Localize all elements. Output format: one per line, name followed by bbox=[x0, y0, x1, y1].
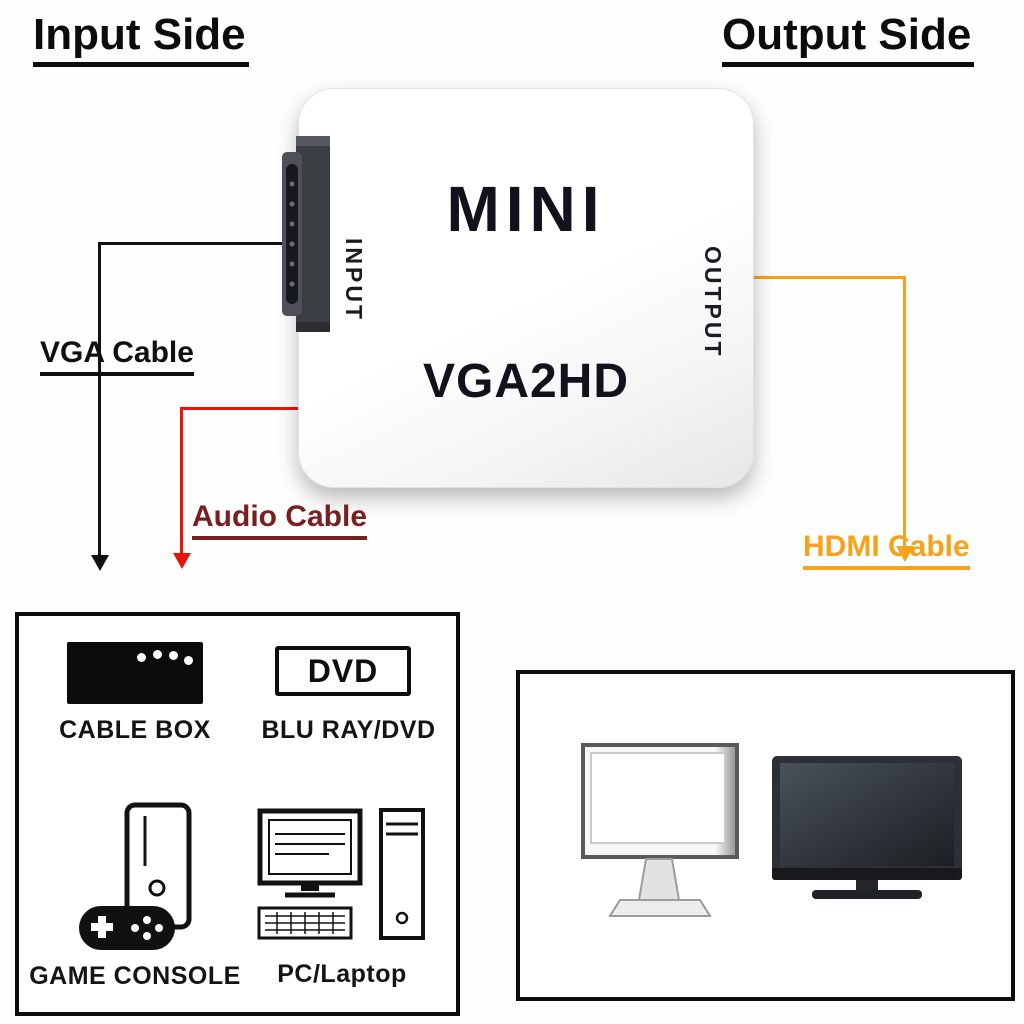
pc-laptop-label: PC/Laptop bbox=[277, 960, 407, 988]
audio-cable-line-vertical bbox=[180, 407, 183, 555]
cable-box-led-icon bbox=[153, 650, 162, 659]
hdmi-cable-label: HDMI Cable bbox=[803, 530, 970, 570]
output-displays-panel bbox=[516, 670, 1015, 1001]
converter-device: MINI VGA2HD INPUT OUTPUT bbox=[298, 88, 754, 488]
cable-box-led-icon bbox=[184, 656, 193, 665]
vga-cable-line-horizontal bbox=[98, 242, 308, 245]
hdmi-cable-arrow-down-icon bbox=[896, 546, 914, 562]
input-side-title: Input Side bbox=[33, 10, 249, 67]
dvd-badge-text: DVD bbox=[307, 652, 379, 689]
cable-box-label: CABLE BOX bbox=[59, 716, 211, 744]
tv-icon bbox=[770, 754, 964, 916]
cable-box-icon bbox=[67, 642, 203, 704]
vga-cable-line-vertical bbox=[98, 242, 101, 557]
bluray-dvd-label: BLU RAY/DVD bbox=[261, 716, 436, 744]
dvd-player-icon: DVD bbox=[275, 646, 411, 696]
cable-box-led-icon bbox=[137, 653, 146, 662]
audio-cable-label: Audio Cable bbox=[192, 500, 368, 540]
input-sources-panel: CABLE BOX DVD BLU RAY/DVD GAME CONSOLE bbox=[15, 612, 460, 1016]
vga-cable-label: VGA Cable bbox=[40, 336, 194, 376]
hdmi-cable-line-vertical bbox=[903, 276, 906, 548]
game-console-label: GAME CONSOLE bbox=[29, 962, 241, 990]
output-side-title: Output Side bbox=[722, 10, 975, 67]
pc-icon bbox=[257, 808, 427, 956]
hdmi-cable-line-horizontal bbox=[754, 276, 906, 279]
vga-connector-icon bbox=[282, 136, 330, 332]
audio-cable-line-horizontal bbox=[180, 407, 302, 410]
cable-box-led-icon bbox=[169, 651, 178, 660]
game-console-icon bbox=[77, 802, 203, 954]
vga-cable-arrow-down-icon bbox=[91, 555, 109, 571]
model-name: VGA2HD bbox=[422, 355, 630, 408]
audio-cable-arrow-down-icon bbox=[173, 553, 191, 569]
brand-logo: MINI bbox=[446, 173, 606, 245]
monitor-icon bbox=[580, 742, 752, 934]
output-port-label: OUTPUT bbox=[700, 246, 726, 359]
input-port-label: INPUT bbox=[341, 238, 367, 322]
